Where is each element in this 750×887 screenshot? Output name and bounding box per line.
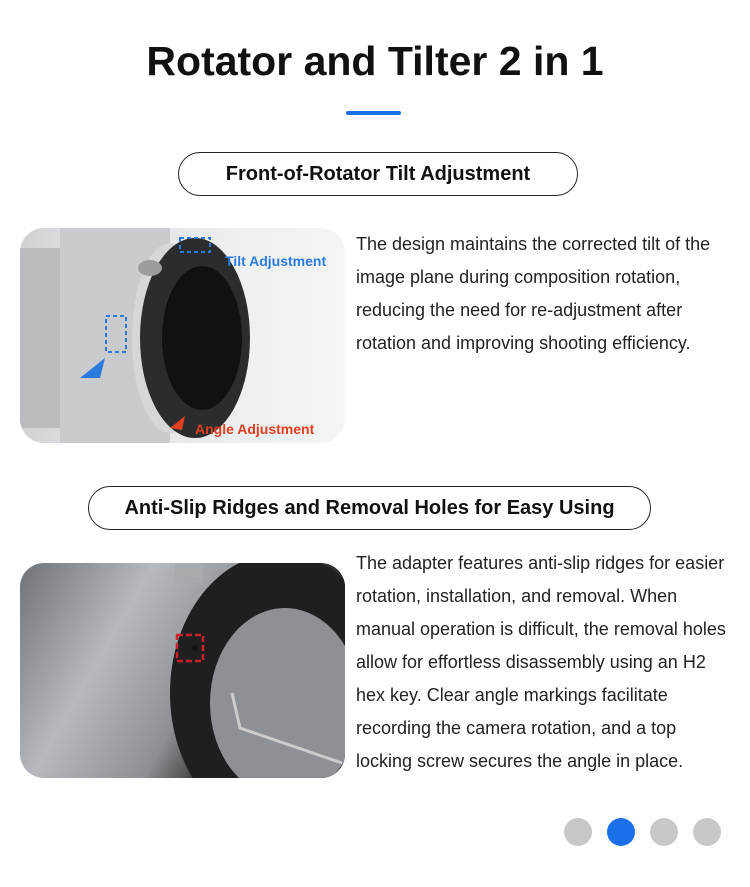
title-divider (346, 111, 401, 115)
section-description-anti-slip: The adapter features anti-slip ridges fo… (356, 553, 726, 771)
tilt-adjustment-label: Tilt Adjustment (225, 253, 327, 269)
carousel-dot-1[interactable] (564, 818, 592, 846)
section-heading-anti-slip: Anti-Slip Ridges and Removal Holes for E… (88, 486, 651, 530)
section-description-tilt: The design maintains the corrected tilt … (356, 234, 711, 353)
adapter-illustration (170, 563, 345, 778)
carousel-dot-3[interactable] (650, 818, 678, 846)
section-heading-tilt: Front-of-Rotator Tilt Adjustment (178, 152, 578, 196)
rotator-tilt-photo: Tilt Adjustment Angle Adjustment (20, 228, 345, 443)
angle-adjustment-label: Angle Adjustment (195, 421, 315, 437)
rotator-illustration (20, 228, 250, 443)
carousel-pagination (564, 818, 721, 846)
carousel-dot-4[interactable] (693, 818, 721, 846)
anti-slip-photo (20, 563, 345, 778)
page-title: Rotator and Tilter 2 in 1 (146, 38, 604, 84)
carousel-dot-2-active[interactable] (607, 818, 635, 846)
